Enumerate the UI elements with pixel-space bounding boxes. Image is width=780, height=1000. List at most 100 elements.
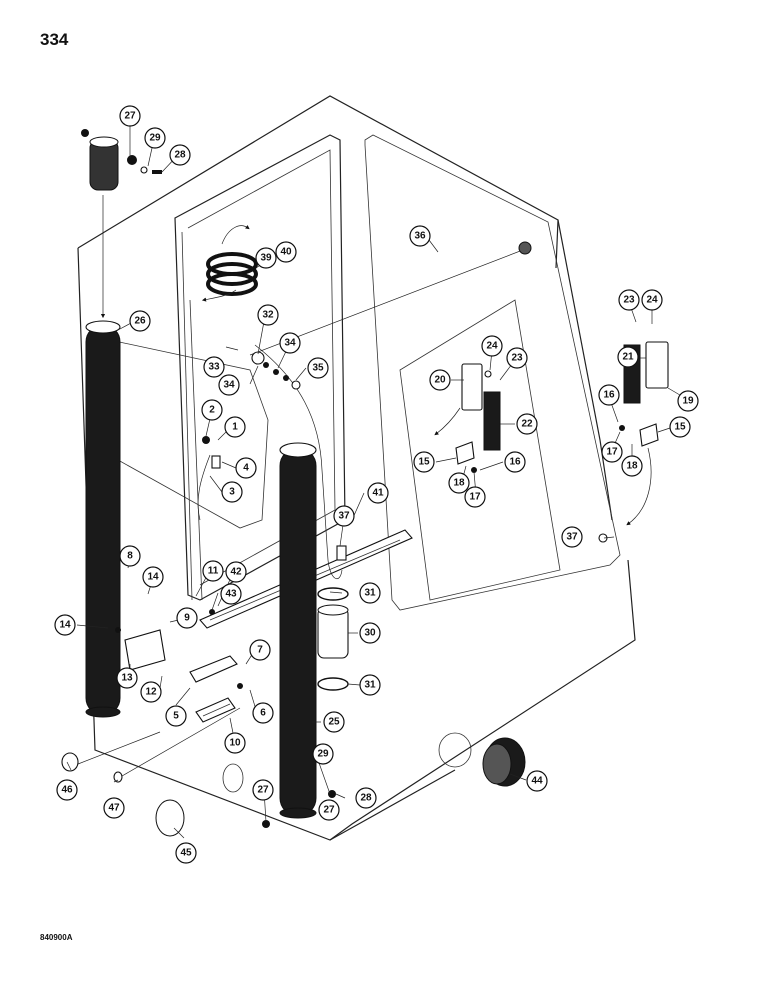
svg-text:28: 28: [360, 793, 372, 804]
svg-text:43: 43: [225, 589, 237, 600]
leader-lines: [66, 126, 686, 839]
wiring-harness: [254, 344, 343, 580]
callout-1: 1: [224, 416, 246, 438]
svg-text:30: 30: [364, 628, 376, 639]
svg-text:16: 16: [509, 457, 521, 468]
svg-text:23: 23: [623, 295, 635, 306]
callout-21: 21: [617, 346, 639, 368]
callout-16-b: 16: [598, 384, 620, 406]
callout-2: 2: [201, 399, 223, 421]
callout-8: 8: [119, 545, 141, 567]
plug-46: [61, 752, 79, 772]
callout-47: 47: [103, 797, 125, 819]
arrow-hinge-left: [434, 407, 461, 436]
callout-18-b: 18: [621, 455, 643, 477]
svg-text:7: 7: [257, 645, 263, 656]
callout-14-b: 14: [54, 614, 76, 636]
post-cap-top: [89, 136, 119, 191]
svg-text:16: 16: [603, 390, 615, 401]
hinge-left: [461, 363, 483, 411]
svg-text:12: 12: [145, 687, 157, 698]
cab-frame: [77, 95, 636, 841]
callout-23-a: 23: [506, 347, 528, 369]
svg-text:35: 35: [312, 363, 324, 374]
callout-32: 32: [257, 304, 279, 326]
callout-12: 12: [140, 681, 162, 703]
callout-33: 33: [203, 356, 225, 378]
svg-text:24: 24: [486, 341, 498, 352]
svg-text:46: 46: [61, 785, 73, 796]
svg-text:11: 11: [208, 566, 219, 577]
callout-42: 42: [225, 561, 247, 583]
callout-31-a: 31: [359, 582, 381, 604]
svg-text:5: 5: [173, 711, 179, 722]
svg-text:18: 18: [453, 478, 465, 489]
hinge-seal-22: [483, 391, 501, 451]
latch-bracket-right: [639, 423, 659, 447]
svg-text:23: 23: [511, 353, 523, 364]
svg-text:37: 37: [338, 511, 350, 522]
svg-text:21: 21: [622, 352, 634, 363]
callout-25: 25: [323, 711, 345, 733]
plug-45: [155, 799, 185, 837]
connector-block: [195, 697, 236, 723]
seal-coil: [206, 252, 258, 296]
svg-text:36: 36: [414, 231, 426, 242]
callout-28-a: 28: [169, 144, 191, 166]
svg-text:33: 33: [208, 362, 220, 373]
callout-40: 40: [275, 241, 297, 263]
callout-45: 45: [175, 842, 197, 864]
callout-6: 6: [252, 702, 274, 724]
svg-text:18: 18: [626, 461, 638, 472]
callout-31-b: 31: [359, 674, 381, 696]
svg-text:27: 27: [124, 111, 136, 122]
svg-text:27: 27: [257, 785, 269, 796]
svg-text:4: 4: [243, 463, 249, 474]
callout-13: 13: [116, 667, 138, 689]
svg-text:29: 29: [149, 133, 161, 144]
svg-text:26: 26: [134, 316, 146, 327]
svg-text:17: 17: [469, 492, 481, 503]
svg-text:29: 29: [317, 749, 329, 760]
callout-34-a: 34: [279, 332, 301, 354]
arrow-hinge-right: [626, 447, 652, 526]
latch-bracket-left: [455, 441, 475, 465]
svg-text:9: 9: [184, 613, 190, 624]
floor-hole-44: [438, 732, 472, 768]
callout-11: 11: [202, 560, 224, 582]
callout-4: 4: [235, 457, 257, 479]
svg-text:34: 34: [223, 380, 235, 391]
plug-44: [482, 737, 526, 787]
o-ring-upper: [317, 587, 349, 601]
svg-text:25: 25: [328, 717, 340, 728]
callout-46: 46: [56, 779, 78, 801]
callout-28-b: 28: [355, 787, 377, 809]
callout-24-b: 24: [641, 289, 663, 311]
svg-text:40: 40: [280, 247, 292, 258]
svg-text:37: 37: [566, 532, 578, 543]
callout-20: 20: [429, 369, 451, 391]
switch-bracket: [124, 629, 166, 671]
callout-18-a: 18: [448, 472, 470, 494]
svg-text:22: 22: [521, 419, 533, 430]
door-rod: [189, 299, 203, 601]
callout-30: 30: [359, 622, 381, 644]
svg-text:15: 15: [418, 457, 430, 468]
page-number: 334: [40, 30, 69, 49]
callout-19: 19: [677, 390, 699, 412]
small-hardware: [81, 129, 625, 828]
svg-text:13: 13: [121, 673, 133, 684]
callout-37-b: 37: [561, 526, 583, 548]
callout-5: 5: [165, 705, 187, 727]
callout-35: 35: [307, 357, 329, 379]
left-post-tube: [85, 320, 121, 718]
callout-24-a: 24: [481, 335, 503, 357]
svg-text:14: 14: [59, 620, 71, 631]
svg-text:17: 17: [606, 447, 618, 458]
svg-text:24: 24: [646, 295, 658, 306]
callout-26: 26: [129, 310, 151, 332]
svg-text:31: 31: [364, 588, 376, 599]
hinge-right: [645, 341, 669, 389]
arrow-seal-up: [221, 225, 250, 245]
